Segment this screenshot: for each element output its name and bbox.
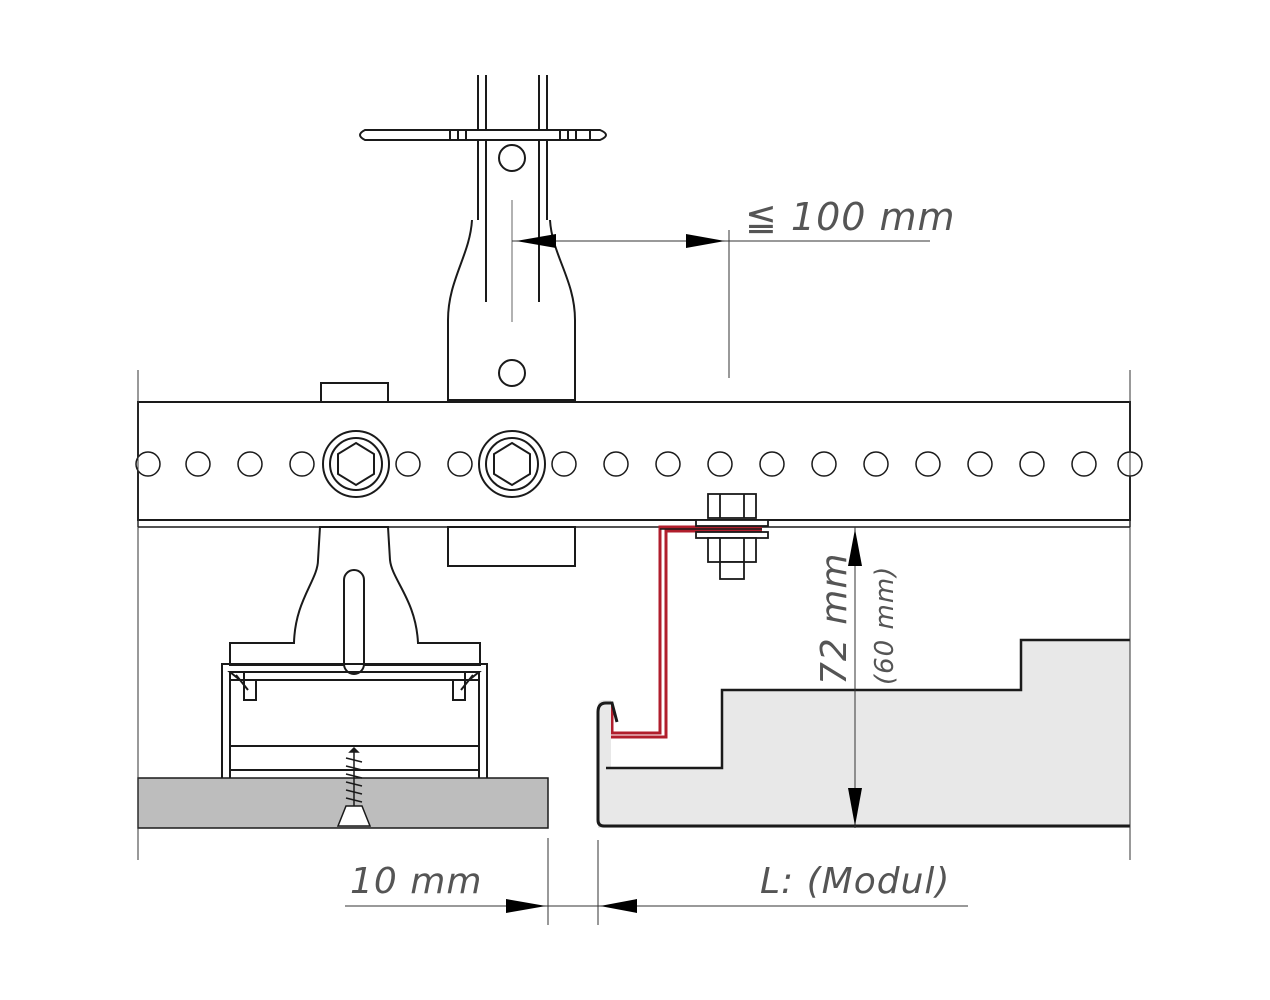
rail-hole bbox=[655, 451, 681, 477]
gap-label: 10 mm bbox=[350, 861, 482, 902]
max-spacing-label: ≦ 100 mm bbox=[745, 195, 956, 239]
hex-bolt bbox=[322, 430, 390, 498]
stepped-panel bbox=[596, 638, 1130, 828]
rail-hole bbox=[447, 451, 473, 477]
perforated-rail bbox=[135, 401, 1143, 528]
dimension-arrows bbox=[506, 234, 862, 913]
rail-hole bbox=[967, 451, 993, 477]
rail-hole bbox=[811, 451, 837, 477]
rail-hole bbox=[863, 451, 889, 477]
rail-hole bbox=[551, 451, 577, 477]
rail-hole bbox=[237, 451, 263, 477]
left-bracket bbox=[229, 526, 481, 675]
rail-hole bbox=[1019, 451, 1045, 477]
z-clip bbox=[608, 525, 762, 739]
rail-hole bbox=[289, 451, 315, 477]
rail-hole bbox=[603, 451, 629, 477]
rail-tab bbox=[320, 382, 389, 403]
dimension-lines bbox=[137, 230, 1131, 925]
module-label: L: (Modul) bbox=[760, 861, 950, 902]
rail-hole bbox=[707, 451, 733, 477]
rail-hole bbox=[135, 451, 161, 477]
rail-hole bbox=[1071, 451, 1097, 477]
hex-bolt bbox=[478, 430, 546, 498]
rail-hole bbox=[185, 451, 211, 477]
nut-bolt bbox=[695, 493, 769, 580]
hanger-assembly bbox=[359, 75, 607, 401]
rail-hole bbox=[915, 451, 941, 477]
height-alt-label: (60 mm) bbox=[870, 566, 900, 685]
rail-hole bbox=[395, 451, 421, 477]
height-label: 72 mm bbox=[814, 553, 855, 685]
hanger-lower-block bbox=[447, 526, 576, 567]
rail-hole bbox=[759, 451, 785, 477]
screw bbox=[336, 746, 372, 827]
